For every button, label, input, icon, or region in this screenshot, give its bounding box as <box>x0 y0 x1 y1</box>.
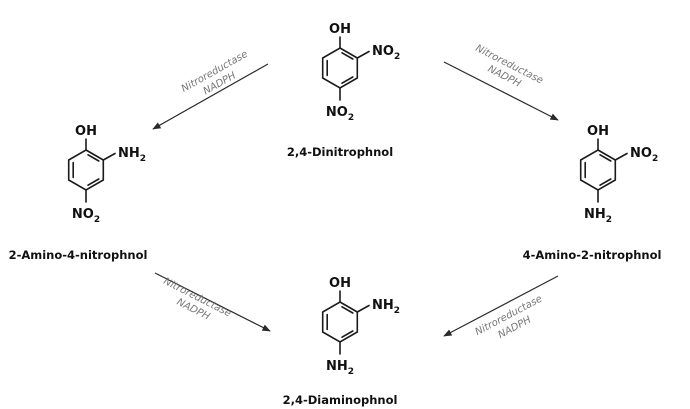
reaction-bottom-right: Nitroreductase NADPH <box>443 275 559 341</box>
hydroxyl-label: OH <box>329 22 351 37</box>
benzene-ring <box>321 301 359 343</box>
reaction-arrow <box>443 61 559 121</box>
benzene-ring <box>321 47 359 89</box>
molecule-2-4-dinitrophenol: OH NO2 NO2 2,4-Dinitrophnol <box>287 22 400 159</box>
reaction-bottom-left: Nitroreductase NADPH <box>154 272 271 332</box>
molecule-2-amino-4-nitrophenol: OH NH2 NO2 2-Amino-4-nitrophnol <box>9 124 148 262</box>
benzene-ring <box>579 149 617 191</box>
position-2-substituent: NO2 <box>372 44 400 62</box>
hydroxyl-label: OH <box>587 124 609 139</box>
position-4-substituent: NH2 <box>584 207 612 225</box>
compound-name: 2,4-Diaminophnol <box>283 393 398 407</box>
position-2-substituent: NH2 <box>118 146 146 164</box>
reaction-arrow <box>152 63 269 130</box>
reaction-arrow <box>443 275 559 337</box>
position-4-substituent: NO2 <box>72 207 100 225</box>
position-2-substituent: NO2 <box>630 146 658 164</box>
benzene-ring <box>67 149 105 191</box>
reaction-top-right: Nitroreductase NADPH <box>443 43 559 121</box>
reaction-arrow <box>154 272 271 332</box>
position-2-substituent: NH2 <box>372 298 400 316</box>
molecule-4-amino-2-nitrophenol: OH NO2 NH2 4-Amino-2-nitrophnol <box>523 124 662 262</box>
position-4-substituent: NO2 <box>326 105 354 123</box>
compound-name: 2-Amino-4-nitrophnol <box>9 248 148 262</box>
hydroxyl-label: OH <box>75 124 97 139</box>
compound-name: 4-Amino-2-nitrophnol <box>523 248 662 262</box>
reaction-top-left: Nitroreductase NADPH <box>152 49 269 130</box>
hydroxyl-label: OH <box>329 276 351 291</box>
compound-name: 2,4-Dinitrophnol <box>287 145 393 159</box>
molecule-2-4-diaminophenol: OH NH2 NH2 2,4-Diaminophnol <box>283 276 400 407</box>
position-4-substituent: NH2 <box>326 359 354 377</box>
